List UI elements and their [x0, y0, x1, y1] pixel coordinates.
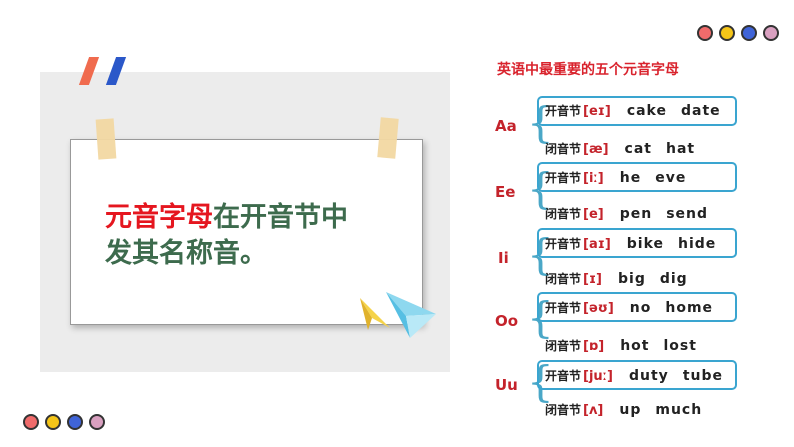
card-text: 元音字母在开音节中 发其名称音。	[105, 200, 348, 272]
letter-ii: Ii	[498, 249, 509, 267]
top-right-dots	[697, 25, 779, 41]
yellow-dot	[45, 414, 61, 430]
open-syllable-box	[537, 162, 737, 192]
blue-dot	[67, 414, 83, 430]
paper-plane-blue-icon	[386, 292, 436, 338]
open-syllable-box	[537, 292, 737, 322]
letter-oo: Oo	[495, 312, 519, 330]
open-syllable-box	[537, 360, 737, 390]
brace-icon: {	[527, 357, 554, 406]
paper-plane-yellow-icon	[360, 298, 390, 330]
yellow-dot	[719, 25, 735, 41]
line1-rest: 在开音节中	[213, 202, 348, 233]
letter-aa: Aa	[495, 117, 517, 135]
letter-uu: Uu	[495, 376, 518, 394]
highlight-text: 元音字母	[105, 202, 213, 233]
card-line-2: 发其名称音。	[105, 238, 267, 269]
list-title: 英语中最重要的五个元音字母	[497, 62, 679, 78]
open-syllable-box	[537, 96, 737, 126]
open-syllable-box	[537, 228, 737, 258]
blue-dot	[741, 25, 757, 41]
card-line-1: 元音字母在开音节中	[105, 200, 348, 236]
red-dot	[697, 25, 713, 41]
note-card: 元音字母在开音节中 发其名称音。	[70, 139, 423, 325]
red-dot	[23, 414, 39, 430]
pink-dot	[763, 25, 779, 41]
letter-ee: Ee	[495, 183, 516, 201]
pink-dot	[89, 414, 105, 430]
tape-left	[95, 118, 117, 160]
tape-right	[377, 117, 399, 159]
bottom-left-dots	[23, 414, 105, 430]
